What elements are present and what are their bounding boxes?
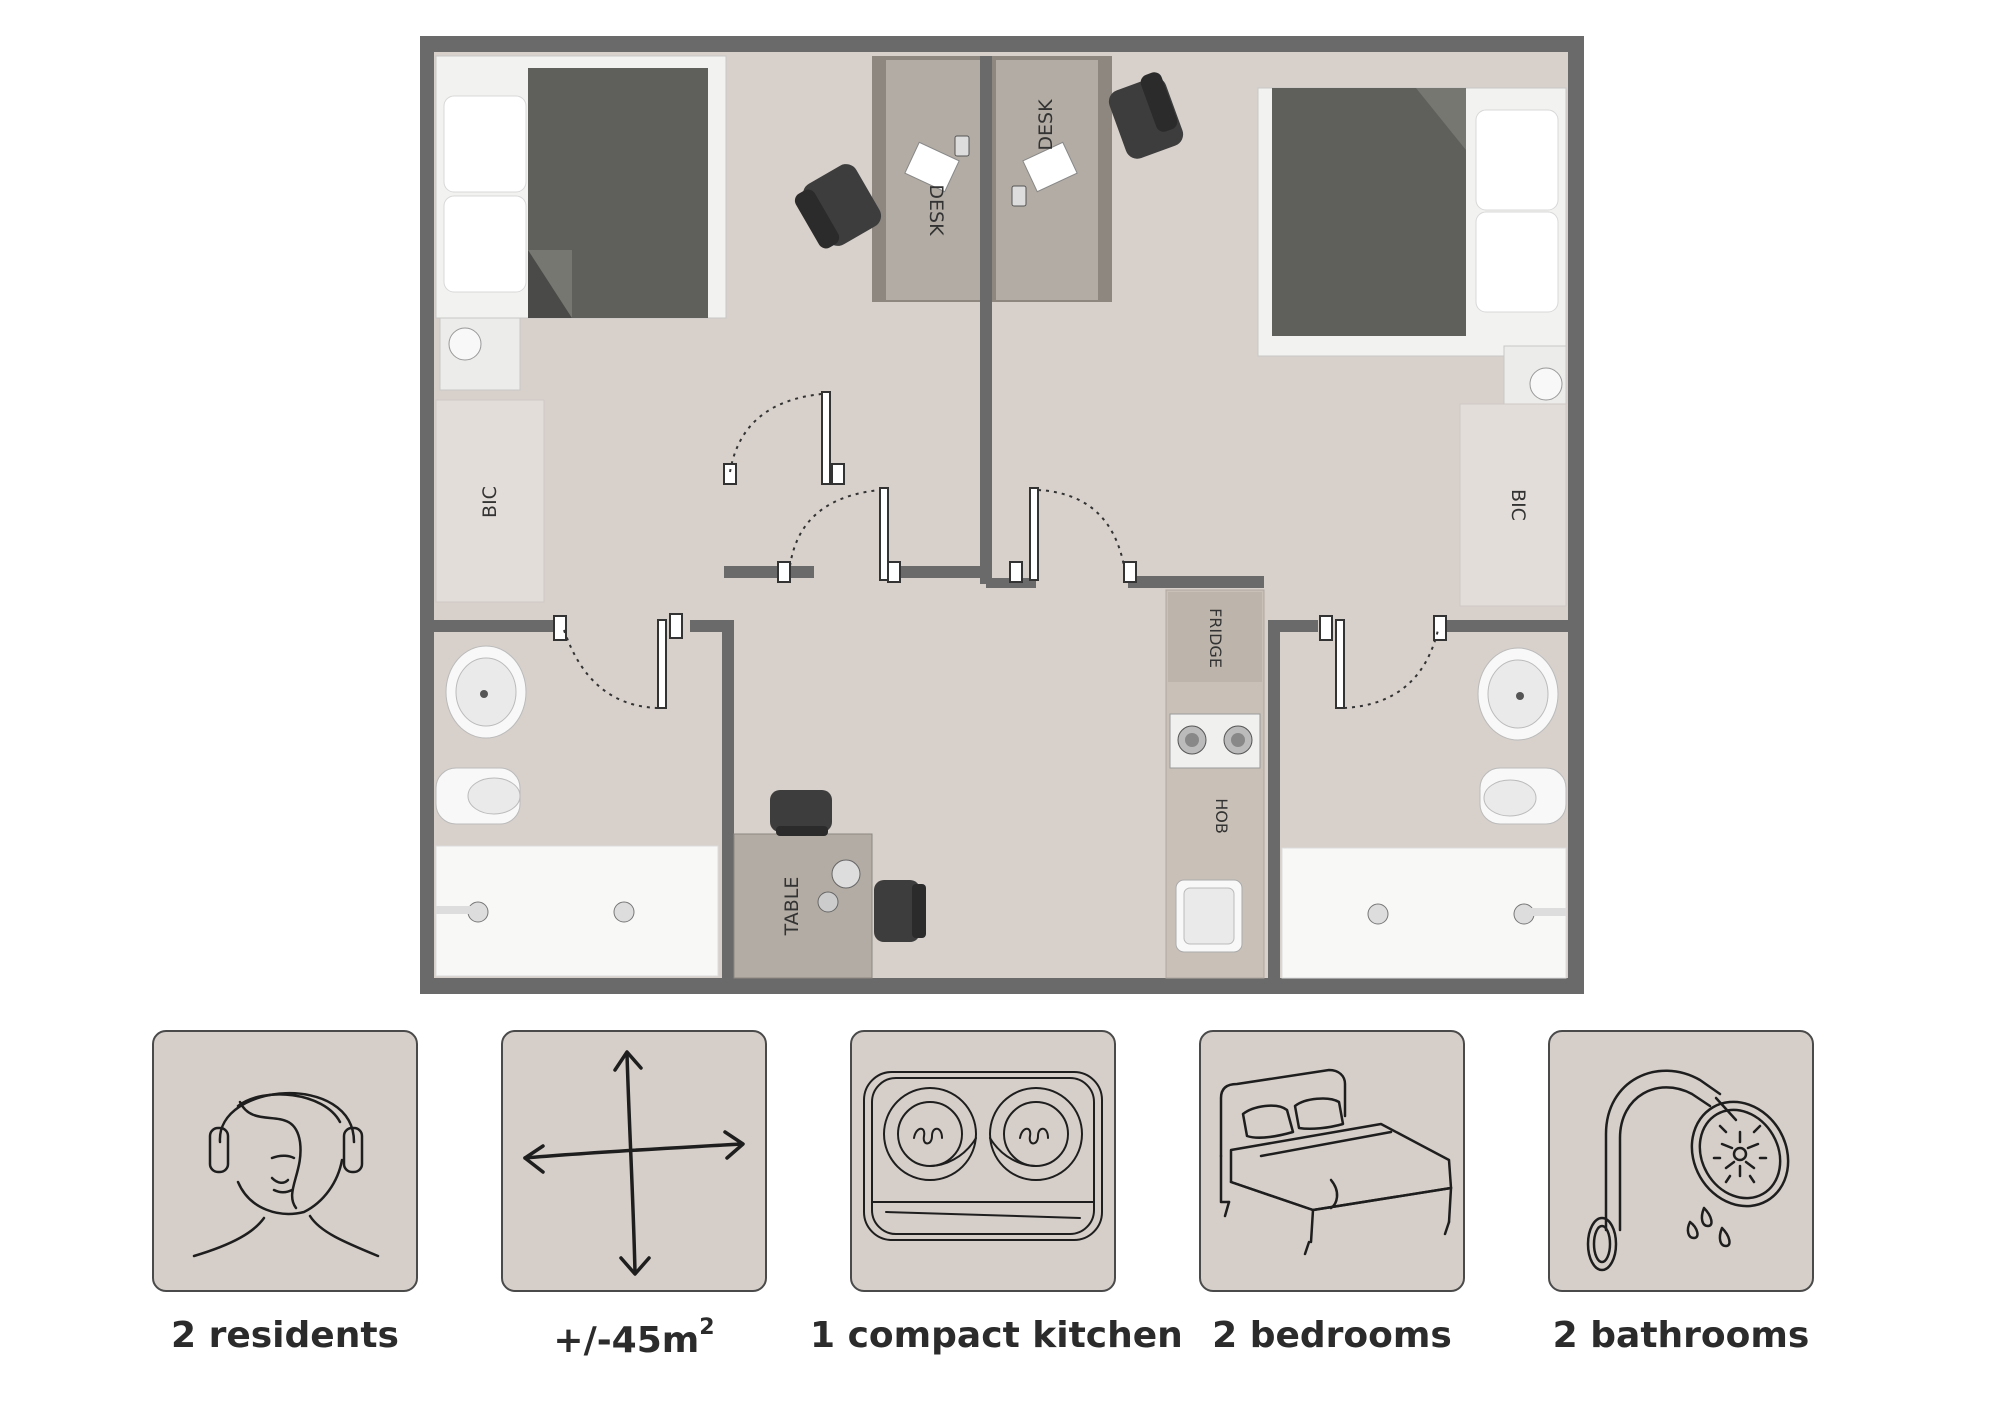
desk-left-label: DESK [925,184,947,236]
hob-label: HOB [1212,798,1231,834]
feature-tile [1548,1030,1814,1292]
feature-caption: 2 bedrooms [1212,1315,1452,1356]
feature-caption: 1 compact kitchen [810,1315,1183,1356]
desk-chair-right [1108,72,1184,159]
feature-tile [152,1030,418,1292]
feature-area: +/-45m2 [501,1030,767,1361]
bic-left [435,399,545,603]
left-bathroom [435,645,719,977]
feature-tile [850,1030,1116,1292]
desk-area [872,56,1112,302]
bic-right-label: BIC [1507,489,1529,521]
feature-tile [1199,1030,1465,1292]
left-bed [435,55,727,319]
feature-kitchen: 1 compact kitchen [810,1030,1183,1356]
bed-icon [1219,1068,1453,1256]
fridge-label: FRIDGE [1206,608,1225,668]
bic-left-label: BIC [479,486,501,518]
floor-plan: BIC DESK DESK BIC [420,36,1584,994]
feature-bathrooms: 2 bathrooms [1548,1030,1814,1356]
right-bathroom [1281,647,1567,979]
feature-caption: 2 bathrooms [1552,1315,1810,1356]
desk-right-label: DESK [1035,99,1057,151]
table-label: TABLE [781,877,803,937]
desk-chair-left [794,164,882,249]
area-arrows-icon [523,1050,745,1276]
feature-caption: 2 residents [171,1315,399,1356]
headphones-person-icon [192,1091,380,1258]
feature-caption: +/-45m2 [461,1315,807,1361]
bic-right [1459,403,1567,607]
kitchen-counter [1165,589,1265,979]
feature-tile [501,1030,767,1292]
right-bed [1257,87,1567,357]
area-unit-superscript: 2 [699,1315,715,1340]
features-row: 2 residents +/-45m2 [0,1030,2000,1361]
double-hob-icon [863,1071,1103,1241]
area-value: +/-45m [553,1320,700,1361]
shower-head-icon [1586,1069,1790,1272]
feature-residents: 2 residents [152,1030,418,1356]
feature-bedrooms: 2 bedrooms [1199,1030,1465,1356]
partition-wall [980,300,992,584]
dining-table [733,790,926,979]
doors [553,391,1447,709]
